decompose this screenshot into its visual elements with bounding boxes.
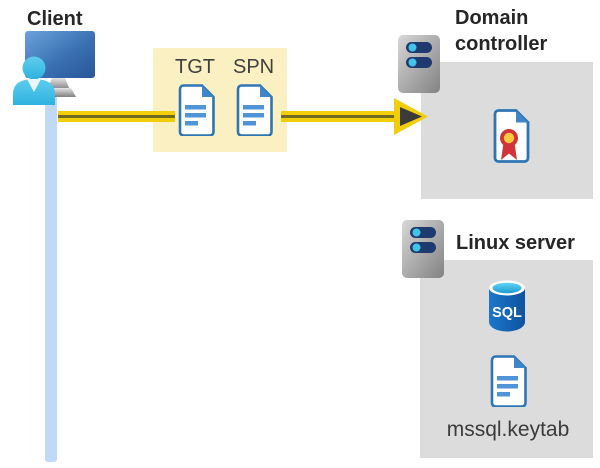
linux-server-icon (402, 220, 444, 278)
client-label: Client (27, 8, 83, 30)
domain-controller-server-icon (398, 35, 440, 93)
tgt-document-icon (178, 84, 215, 136)
domain-controller-label: Domain controller (455, 7, 548, 55)
sql-badge-text: SQL (492, 305, 522, 321)
user-icon (13, 56, 55, 105)
spn-document-icon (236, 84, 273, 136)
client-icon (13, 31, 95, 105)
arrowhead-icon (394, 98, 428, 135)
keytab-document-icon (490, 355, 527, 407)
kerberos-arrow-segment-right (281, 111, 402, 122)
keytab-file-label: mssql.keytab (446, 418, 570, 441)
tgt-label: TGT (175, 56, 215, 78)
linux-server-label: Linux server (456, 232, 575, 254)
sql-database-icon: SQL (489, 280, 525, 332)
client-connection-line (45, 94, 57, 462)
kerberos-arrow-segment-left (58, 111, 175, 122)
certificate-icon (493, 109, 530, 163)
spn-label: SPN (233, 56, 275, 78)
